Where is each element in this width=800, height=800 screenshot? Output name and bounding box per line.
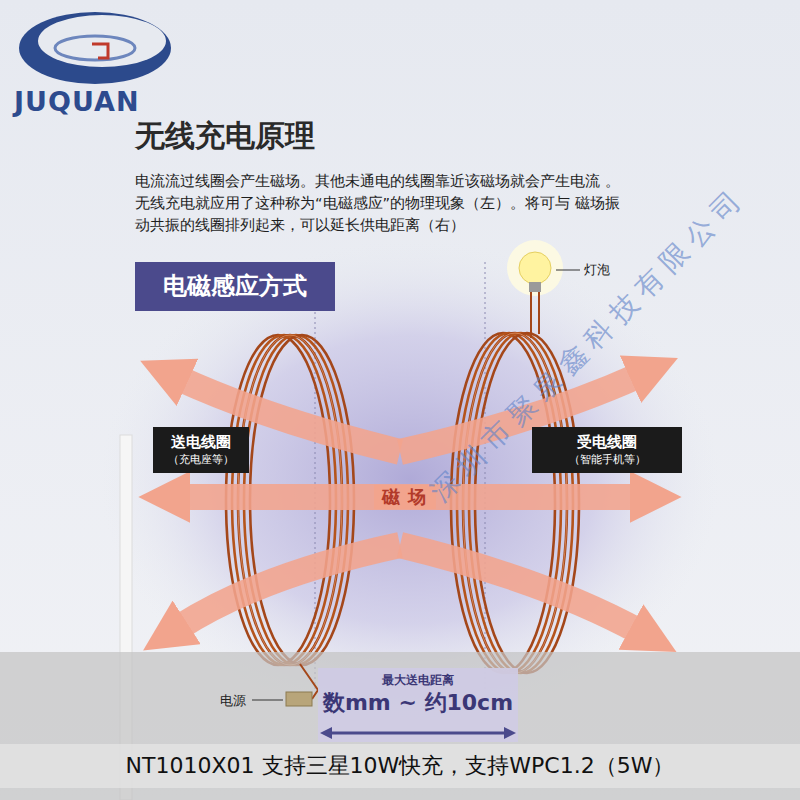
node-heading: 送电线圈 xyxy=(163,433,239,453)
power-source xyxy=(286,692,312,706)
bulb-glow xyxy=(507,240,563,296)
guide-line xyxy=(315,262,316,690)
node-heading: 电磁感应方式 xyxy=(157,271,313,302)
logo-ring xyxy=(55,36,135,60)
node-subtext: 数mm ~ 约10cm xyxy=(322,689,514,718)
part-label: 电源 xyxy=(220,692,246,710)
logo-swoosh xyxy=(19,12,171,84)
part-label: 灯泡 xyxy=(584,261,610,279)
caption: NT1010X01 支持三星10W快充，支持WPC1.2（5W） xyxy=(0,751,800,781)
bulb xyxy=(519,252,551,284)
bulb-wire xyxy=(531,292,539,338)
leader-line xyxy=(252,700,283,701)
method-band: 电磁感应方式 xyxy=(135,262,335,311)
node-subtext: （智能手机等） xyxy=(542,453,672,467)
bulb-base xyxy=(529,282,541,292)
bottom-band xyxy=(0,652,800,800)
distance-label-box: 最大送电距离数mm ~ 约10cm xyxy=(318,668,518,742)
node-subtext: （充电座等） xyxy=(163,453,239,467)
logo-mark xyxy=(92,44,108,58)
coil-label-box: 受电线圈（智能手机等） xyxy=(532,427,682,473)
distance-box xyxy=(318,668,518,742)
leader-line xyxy=(556,270,580,271)
description: 电流流过线圈会产生磁场。其他未通电的线圈靠近该磁场就会产生电流 。无线充电就应用… xyxy=(135,170,627,236)
field-arrows xyxy=(178,375,640,632)
logo-swoosh-inner xyxy=(38,15,166,67)
title: 无线充电原理 xyxy=(135,116,315,157)
coil-label-box: 送电线圈（充电座等） xyxy=(153,427,249,473)
caption-band xyxy=(0,744,800,788)
distance-arrow xyxy=(326,732,510,735)
node-heading: 受电线圈 xyxy=(542,433,672,453)
logo-text: JUQUAN xyxy=(14,86,140,117)
node-heading: 最大送电距离 xyxy=(322,673,514,689)
